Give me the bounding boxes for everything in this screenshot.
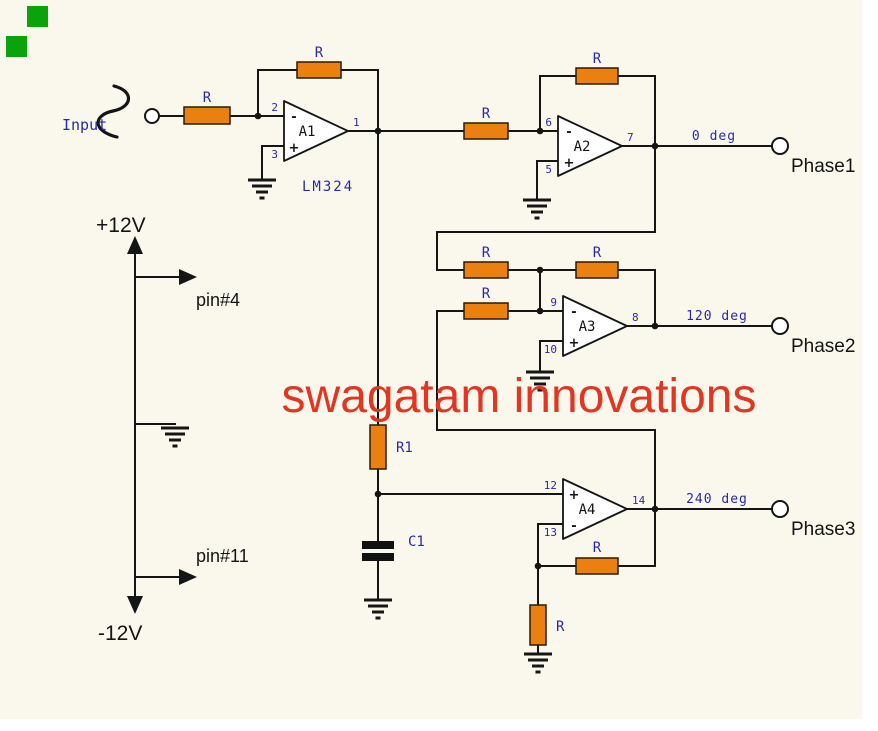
opamp-a4-pin-out: 14 [632, 494, 646, 507]
label-r-a3-feedback: R [593, 245, 602, 261]
label-r-a4-feedback: R [593, 540, 602, 556]
label-r-a2-feedback: R [593, 51, 602, 67]
phase1-label: Phase1 [791, 156, 855, 177]
arrow-down-icon [127, 596, 143, 614]
opamp-a1-sign-top: - [291, 110, 296, 125]
phase3-terminal [771, 500, 789, 518]
resistor-a1-feedback [296, 61, 342, 79]
sine-wave-icon [96, 84, 131, 139]
resistor-input [183, 106, 231, 125]
opamp-a2-pin-top: 6 [545, 116, 552, 129]
plus12v-label: +12V [96, 214, 146, 237]
page-edge-right [862, 0, 878, 731]
opamp-a2-sign-top: - [566, 125, 571, 140]
opamp-a1: A1 - + 2 3 1 [271, 100, 360, 162]
label-c1: C1 [408, 534, 425, 550]
output-phase1: 0 deg Phase1 [692, 129, 856, 177]
green-marker-left [6, 36, 27, 57]
label-r-a1-feedback: R [315, 45, 324, 61]
opamp-a4-sign-top: + [569, 488, 580, 503]
opamp-a3-sign-top: - [571, 305, 576, 320]
opamp-a4-sign-bottom: - [571, 519, 576, 534]
label-r-a2-input: R [482, 106, 491, 122]
arrow-right-pin4-icon [179, 269, 197, 285]
opamp-a3-pin-top: 9 [550, 296, 557, 309]
junction-dots [254, 112, 659, 570]
opamp-a3-sign-bottom: + [569, 336, 580, 351]
arrow-up-icon [127, 236, 143, 254]
opamp-a3-pin-out: 8 [632, 311, 639, 324]
resistor-a2-feedback [575, 67, 619, 85]
arrow-right-pin11-icon [179, 569, 197, 585]
opamp-a3: A3 - + 9 10 8 [544, 295, 639, 357]
label-r1: R1 [396, 440, 413, 456]
phase3-label: Phase3 [791, 519, 855, 540]
label-r-a4-ground: R [556, 619, 565, 635]
opamp-a4-name: A4 [579, 502, 596, 518]
opamp-a2-sign-bottom: + [564, 156, 575, 171]
watermark-text: swagatam innovations [282, 370, 757, 423]
opamp-a1-sign-bottom: + [289, 141, 300, 156]
resistor-a3-input2 [463, 302, 509, 320]
phase2-terminal [771, 317, 789, 335]
opamp-a1-pin-out: 1 [353, 116, 360, 129]
power-rail: +12V -12V pin#4 pin#11 [96, 214, 249, 645]
opamp-a1-pin-bottom: 3 [271, 148, 278, 161]
opamp-a1-pin-top: 2 [271, 101, 278, 114]
input-terminal [144, 108, 160, 124]
pin11-label: pin#11 [196, 546, 249, 566]
green-marker-top [27, 6, 48, 27]
opamp-a2: A2 - + 6 5 7 [545, 115, 634, 177]
opamp-a2-name: A2 [574, 139, 591, 155]
output-phase3: 240 deg Phase3 [686, 492, 855, 540]
opamp-a1-name: A1 [299, 124, 316, 140]
opamp-a4: A4 + - 12 13 14 [544, 478, 646, 540]
resistor-a2-input [463, 122, 509, 140]
opamp-a2-pin-out: 7 [627, 131, 634, 144]
resistor-a4-ground [529, 604, 547, 646]
capacitor-c1 [362, 541, 394, 561]
circuit-wires [158, 69, 773, 653]
phase2-label: Phase2 [791, 336, 855, 357]
phase2-deg-label: 120 deg [686, 309, 748, 324]
label-r-input: R [203, 90, 212, 106]
opamp-a3-pin-bottom: 10 [544, 343, 557, 356]
opamp-a4-pin-top: 12 [544, 479, 557, 492]
label-r-a3-input2: R [482, 286, 491, 302]
output-phase2: 120 deg Phase2 [686, 309, 855, 357]
opamp-a2-pin-bottom: 5 [545, 163, 552, 176]
phase3-deg-label: 240 deg [686, 492, 748, 507]
resistor-a3-feedback [575, 261, 619, 279]
resistor-r1 [369, 424, 387, 470]
label-r-a3-input1: R [482, 245, 491, 261]
minus12v-label: -12V [98, 622, 142, 645]
label-lm324: LM324 [302, 179, 354, 195]
page-edge-bottom [0, 719, 878, 731]
phase1-deg-label: 0 deg [692, 129, 736, 144]
resistor-a4-feedback [575, 557, 619, 575]
phase1-terminal [771, 137, 789, 155]
input-label: Input [62, 116, 107, 134]
opamp-a3-name: A3 [579, 319, 596, 335]
opamp-a4-pin-bottom: 13 [544, 526, 557, 539]
resistor-a3-input1 [463, 261, 509, 279]
pin4-label: pin#4 [196, 290, 240, 310]
